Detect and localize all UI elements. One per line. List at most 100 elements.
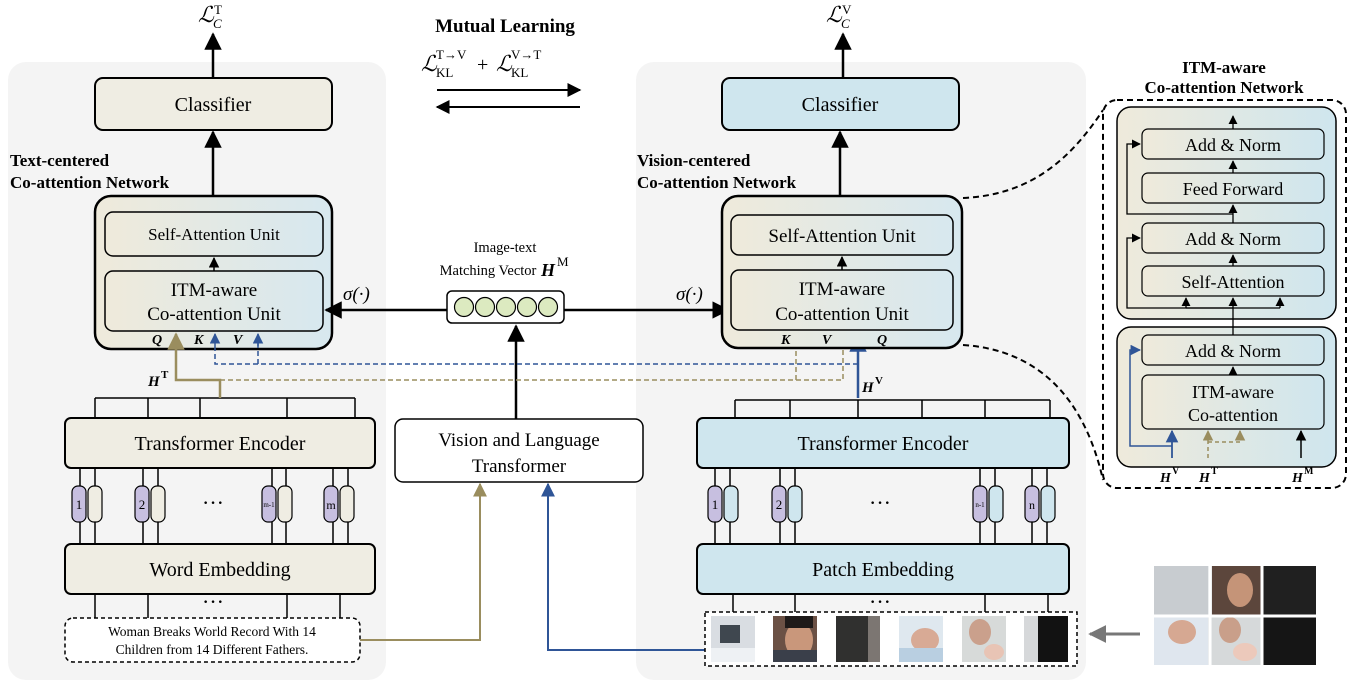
vision-encoder-input-lines <box>714 468 1048 486</box>
image-patch-4 <box>899 616 943 662</box>
vision-token-2: 2 <box>771 485 803 523</box>
word-embedding-label: Word Embedding <box>149 559 290 581</box>
svg-text:KL: KL <box>436 65 453 80</box>
text-itm-label-1: ITM-aware <box>171 280 258 301</box>
vision-token-n-1: n-1 <box>972 485 1004 523</box>
vision-token-1: 1 <box>707 485 739 523</box>
text-v-label: V <box>233 333 244 348</box>
detail-title-1: ITM-aware <box>1182 58 1266 77</box>
word-embedding <box>64 543 376 595</box>
vision-branch-title-1: Vision-centered <box>637 151 751 170</box>
image-patch-3 <box>836 616 880 662</box>
svg-text:KL: KL <box>511 65 528 80</box>
text-classifier <box>94 77 333 131</box>
arrow-caption-to-vlt <box>360 482 487 641</box>
vision-transformer-encoder <box>696 417 1070 469</box>
zoom-line-top <box>962 109 1104 199</box>
vision-encoder-output-bus <box>734 399 1051 418</box>
image-patches-box <box>704 611 1078 667</box>
text-encoder-output-bus <box>94 397 356 418</box>
vision-itm-coattention-unit <box>730 269 954 331</box>
vision-h-to-text-kv <box>214 336 858 365</box>
patch-embedding <box>696 543 1070 595</box>
svg-text:V: V <box>875 375 883 387</box>
text-branch-title-1: Text-centered <box>10 151 110 170</box>
svg-text:n-1: n-1 <box>975 501 985 509</box>
svg-text:ℒ: ℒ <box>496 51 513 76</box>
matching-vector-cells <box>453 296 559 318</box>
vector-title-1: Image-text <box>474 240 537 256</box>
text-embedding-output-lines <box>79 522 349 544</box>
vision-classifier <box>721 77 960 131</box>
svg-text:+: + <box>477 54 488 76</box>
detail-title-2: Co-attention Network <box>1144 78 1304 97</box>
text-encoder-input-lines <box>79 468 349 486</box>
text-classifier-label: Classifier <box>175 94 252 116</box>
word-embedding-ellipsis: ··· <box>202 589 224 614</box>
svg-text:V→T: V→T <box>511 47 541 62</box>
image-patch-5 <box>962 616 1006 662</box>
patch-embedding-ellipsis: ··· <box>869 589 891 614</box>
vision-h-label: H V <box>861 375 883 396</box>
text-h-label: H T <box>147 369 169 390</box>
detail-input-ht: H T <box>1198 466 1218 486</box>
svg-text:ℒ: ℒ <box>421 51 438 76</box>
text-token-2: 2 <box>134 485 166 523</box>
vector-title-2: Matching Vector <box>440 263 537 279</box>
svg-text:C: C <box>841 16 850 31</box>
vision-classifier-label: Classifier <box>802 94 879 116</box>
svg-text:2: 2 <box>776 497 783 512</box>
text-self-attention-unit <box>104 211 324 257</box>
text-k-label: K <box>193 333 205 348</box>
detail-itm-label-1: ITM-aware <box>1192 382 1274 402</box>
svg-text:1: 1 <box>76 497 83 512</box>
vision-q-label: Q <box>877 333 887 348</box>
detail-feed-forward-label: Feed Forward <box>1183 179 1283 199</box>
vision-embedding-output-lines <box>714 522 1048 544</box>
svg-text:H: H <box>540 260 556 280</box>
detail-add-norm-1-label: Add & Norm <box>1185 135 1281 155</box>
svg-text:ℒ: ℒ <box>198 2 215 27</box>
text-token-m-1: m-1 <box>261 485 293 523</box>
svg-text:m: m <box>326 498 336 512</box>
detail-itm-label-2: Co-attention <box>1188 405 1278 425</box>
image-patch-6 <box>1024 616 1068 662</box>
detail-add-norm-3-label: Add & Norm <box>1185 341 1281 361</box>
svg-text:1: 1 <box>712 497 719 512</box>
detail-self-attention-label: Self-Attention <box>1182 272 1285 292</box>
zoom-line-bottom <box>962 344 1104 481</box>
vision-branch-title-2: Co-attention Network <box>637 173 797 192</box>
loss-vision-label: ℒ C V <box>826 2 852 31</box>
svg-text:H: H <box>1198 471 1211 486</box>
kl-loss-formula: ℒ KL T→V + ℒ KL V→T <box>421 47 541 80</box>
text-token-ellipsis: ··· <box>202 490 224 515</box>
svg-text:V: V <box>842 2 852 17</box>
vector-symbol: H M <box>540 254 569 280</box>
text-encoder-label: Transformer Encoder <box>135 433 306 455</box>
text-itm-coattention-unit <box>104 270 324 332</box>
svg-text:T→V: T→V <box>436 47 467 62</box>
svg-text:M: M <box>1304 466 1314 477</box>
svg-text:H: H <box>861 380 875 396</box>
detail-lower-arrows <box>1129 344 1307 458</box>
svg-text:M: M <box>557 254 569 269</box>
vision-itm-label-1: ITM-aware <box>799 279 886 300</box>
source-image <box>1154 566 1316 665</box>
svg-text:m-1: m-1 <box>263 501 275 509</box>
svg-text:2: 2 <box>139 497 146 512</box>
svg-text:V: V <box>1172 466 1180 477</box>
svg-text:T: T <box>161 369 169 381</box>
detail-add-norm-2-label: Add & Norm <box>1185 229 1281 249</box>
vision-token-n: n <box>1024 485 1056 523</box>
caption-line-2: Children from 14 Different Fathers. <box>116 642 309 657</box>
text-token-m: m <box>323 485 355 523</box>
svg-text:n: n <box>1029 498 1035 512</box>
vision-encoder-label: Transformer Encoder <box>798 433 969 455</box>
text-q-label: Q <box>152 333 162 348</box>
svg-text:H: H <box>1291 471 1304 486</box>
detail-input-hv: H V <box>1159 466 1180 486</box>
vlt-label-2: Transformer <box>472 456 567 477</box>
loss-text-label: ℒ C T <box>198 2 222 31</box>
caption-line-1: Woman Breaks World Record With 14 <box>108 624 316 639</box>
image-patch-1 <box>711 616 755 662</box>
